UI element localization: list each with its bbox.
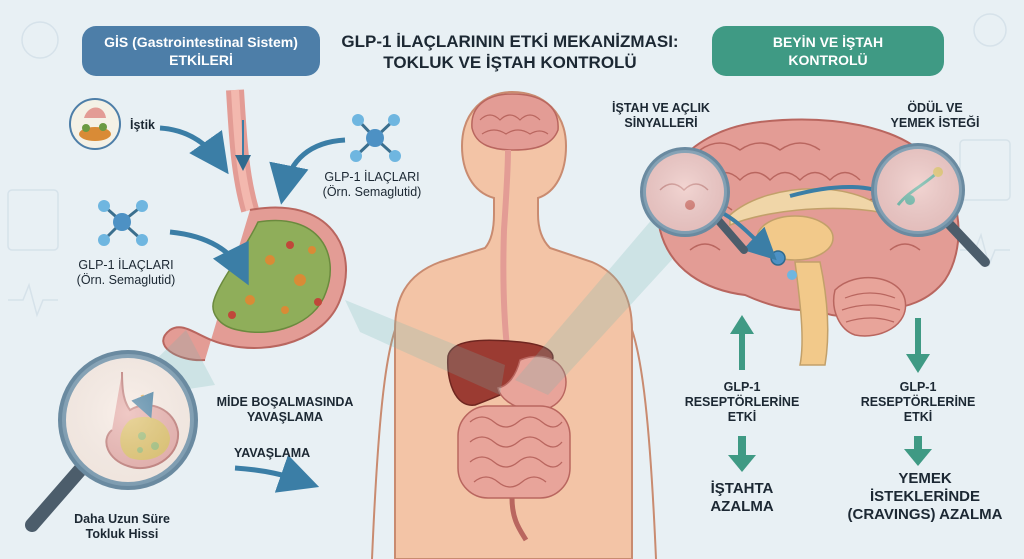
hunger-line2: SİNYALLERİ <box>624 116 698 130</box>
food-particles <box>245 246 316 314</box>
receptor-label-left: GLP-1 RESEPTÖRLERİNE ETKİ <box>672 380 812 425</box>
drug-left-example: (Örn. Semaglutid) <box>76 273 176 287</box>
brain-header-line2: KONTROLÜ <box>788 52 868 68</box>
receptor-right-2: RESEPTÖRLERİNE <box>860 395 976 409</box>
arrow-cravings-down <box>904 436 932 466</box>
arrow-slowing <box>234 454 320 493</box>
drug-top-example: (Örn. Semaglutid) <box>322 185 422 199</box>
molecule-icon-left <box>98 200 148 246</box>
magnifier-stomach <box>25 330 215 532</box>
cravings-line1: YEMEK <box>898 470 952 487</box>
hunger-line1: İŞTAH VE AÇLIK <box>612 101 710 115</box>
appetite-reduction-label: İŞTAHTA AZALMA <box>682 480 802 516</box>
cravings-line3: (CRAVINGS) AZALMA <box>847 506 1003 523</box>
magnifier-hunger <box>640 147 748 254</box>
arrow-drug-left-to-stomach <box>169 229 249 286</box>
hunger-signals-label: İŞTAH VE AÇLIK SİNYALLERİ <box>596 101 726 131</box>
human-body <box>371 90 657 559</box>
gis-header-line1: GİS (Gastrointestinal Sistem) <box>104 34 298 50</box>
drug-top-name: GLP-1 İLAÇLARI <box>324 170 420 184</box>
gastric-emptying-label: MİDE BOŞALMASINDA YAVAŞLAMA <box>205 395 365 425</box>
gis-panel-header: GİS (Gastrointestinal Sistem) ETKİLERİ <box>82 26 320 76</box>
food-bowl-icon <box>69 98 121 150</box>
food-label: İştik <box>130 118 156 132</box>
cravings-reduction-label: YEMEK İSTEKLERİNDE (CRAVINGS) AZALMA <box>836 470 1014 524</box>
receptor-label-right: GLP-1 RESEPTÖRLERİNE ETKİ <box>848 380 988 425</box>
brain-header-line1: BEYİN VE İŞTAH <box>772 34 884 50</box>
title-line2: TOKLUK VE İŞTAH KONTROLÜ <box>383 53 637 72</box>
satiety-line1: Daha Uzun Süre <box>74 512 170 526</box>
stomach-highlight-beam <box>345 300 505 395</box>
arrow-receptor-down <box>906 318 930 373</box>
gastric-line1: MİDE BOŞALMASINDA <box>216 395 354 409</box>
brain-panel-header: BEYİN VE İŞTAH KONTROLÜ <box>712 26 944 76</box>
title-line1: GLP-1 İLAÇLARININ ETKİ MEKANİZMASI: <box>341 32 679 51</box>
arrow-drug-top-to-stomach <box>269 137 346 205</box>
cravings-line2: İSTEKLERİNDE <box>869 488 980 505</box>
arrow-appetite-down <box>728 436 756 472</box>
gastric-line2: YAVAŞLAMA <box>246 410 324 424</box>
molecule-icon-top <box>350 114 401 162</box>
slowing-label: YAVAŞLAMA <box>234 446 311 460</box>
receptor-left-3: ETKİ <box>727 410 757 424</box>
reward-line1: ÖDÜL VE <box>907 101 963 115</box>
magnifier-reward <box>871 143 990 267</box>
receptor-right-1: GLP-1 <box>899 380 937 394</box>
brain-highlight-beam <box>515 210 690 395</box>
page-title: GLP-1 İLAÇLARININ ETKİ MEKANİZMASI: TOKL… <box>320 31 700 73</box>
receptor-left-2: RESEPTÖRLERİNE <box>684 395 800 409</box>
drug-label-top: GLP-1 İLAÇLARI (Örn. Semaglutid) <box>302 170 442 200</box>
reward-label: ÖDÜL VE YEMEK İSTEĞİ <box>875 101 995 131</box>
receptor-left-1: GLP-1 <box>723 380 761 394</box>
arrow-food-to-stomach <box>159 125 229 175</box>
arrow-receptor-up <box>730 315 754 370</box>
drug-left-name: GLP-1 İLAÇLARI <box>78 258 174 272</box>
appetite-line2: AZALMA <box>710 498 774 515</box>
receptor-right-3: ETKİ <box>903 410 933 424</box>
drug-label-left: GLP-1 İLAÇLARI (Örn. Semaglutid) <box>56 258 196 288</box>
reward-line2: YEMEK İSTEĞİ <box>890 116 980 130</box>
satiety-label: Daha Uzun Süre Tokluk Hissi <box>62 512 182 542</box>
gis-header-line2: ETKİLERİ <box>169 52 233 68</box>
satiety-line2: Tokluk Hissi <box>85 527 159 541</box>
appetite-line1: İŞTAHTA <box>710 480 774 497</box>
gi-tract <box>162 89 347 362</box>
